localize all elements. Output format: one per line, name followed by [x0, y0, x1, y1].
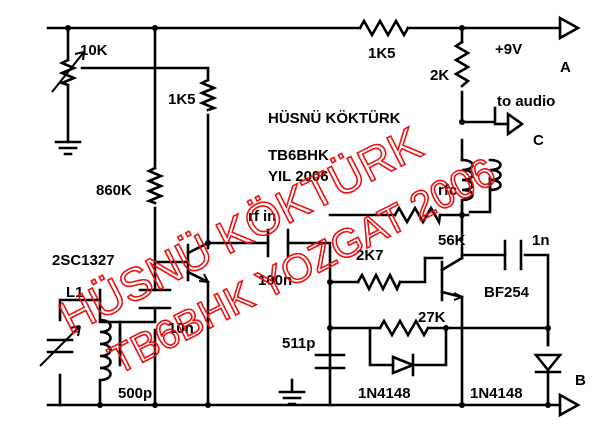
capacitor-100n: [266, 228, 290, 258]
label-out-b: B: [575, 372, 586, 389]
label-r-top: 1K5: [368, 45, 396, 62]
label-r-fb2: 2K7: [356, 247, 384, 264]
label-r-fb3: 27K: [418, 309, 446, 326]
label-pot: 10K: [80, 42, 108, 59]
resistor-1k5-top: [358, 18, 410, 38]
resistor-10k-pot: [51, 51, 85, 93]
diode-1n4148-a: [391, 353, 417, 377]
capacitor-511p: [314, 353, 346, 370]
coil-l1: [98, 318, 122, 397]
label-q1: 2SC1327: [52, 252, 115, 269]
capacitor-500p-variable: [39, 325, 81, 367]
label-rf-in: rf in: [248, 208, 276, 225]
label-audio: to audio: [497, 93, 555, 110]
label-c-1n: 1n: [532, 232, 550, 249]
label-c-500p: 500p: [118, 385, 152, 402]
label-q2: BF254: [484, 284, 530, 301]
resistor-2k7: [356, 272, 402, 293]
output-arrow-b: [558, 392, 581, 418]
label-d2: 1N4148: [470, 385, 523, 402]
transistor-bf254: [423, 256, 464, 302]
output-arrow-a: [558, 15, 581, 41]
resistor-1k5-emitter: [198, 78, 218, 112]
label-out-a: A: [560, 59, 571, 76]
coil-rfc: [460, 158, 502, 217]
label-coil: L1: [66, 284, 84, 301]
label-author: HÜSNÜ KÖKTÜRK: [268, 110, 401, 127]
label-r-emit: 1K5: [168, 91, 196, 108]
resistor-860k: [145, 166, 165, 205]
resistor-2k: [453, 40, 471, 88]
label-out-c: C: [533, 132, 544, 149]
transistor-2sc1327: [186, 241, 210, 284]
label-d1: 1N4148: [358, 385, 411, 402]
label-c-rf: 100n: [258, 272, 292, 289]
resistor-56k: [393, 205, 442, 226]
resistor-27k: [378, 318, 430, 338]
label-c-511p: 511p: [282, 335, 315, 352]
junction-dots: [65, 25, 551, 408]
label-callsign: TB6BHK: [268, 147, 329, 164]
label-year: YIL 2006: [268, 168, 329, 185]
label-r-fb1: 56K: [438, 232, 466, 249]
capacitor-1n: [503, 239, 523, 271]
label-r-col: 2K: [430, 67, 449, 84]
diode-1n4148-b: [533, 353, 563, 374]
label-rfc: rfc: [438, 182, 457, 199]
label-c-10n: 10n: [168, 320, 194, 337]
output-arrow-c: [493, 111, 525, 137]
capacitor-10n: [138, 288, 172, 310]
label-r-base: 860K: [96, 182, 132, 199]
labels: 10K 1K5 1K5 860K 2K +9V A to audio C HÜS…: [52, 41, 586, 402]
label-supply: +9V: [495, 41, 522, 58]
